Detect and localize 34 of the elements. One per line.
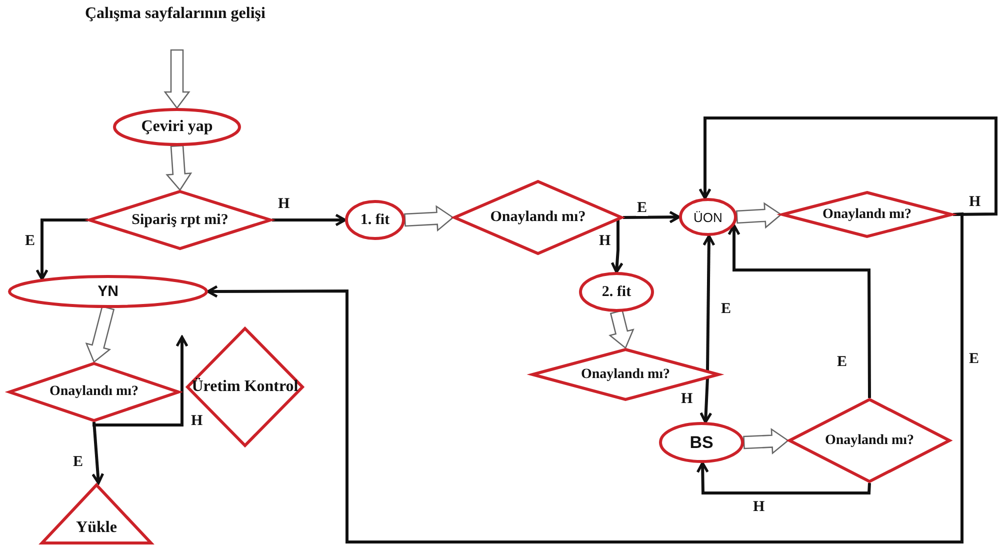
node-label: 2. fit bbox=[602, 284, 632, 300]
arrow bbox=[702, 234, 716, 372]
block-arrow bbox=[608, 310, 634, 350]
arrow bbox=[700, 378, 712, 424]
node-label: Onaylandı mı? bbox=[49, 384, 139, 400]
edge-label: E bbox=[636, 201, 648, 216]
node-label: Onaylandı mı? bbox=[822, 206, 912, 222]
node-label: Onaylandı mı? bbox=[580, 366, 670, 382]
block-arrow bbox=[743, 428, 790, 455]
node-label: 1. fit bbox=[360, 212, 390, 228]
arrow bbox=[610, 220, 624, 274]
block-arrow bbox=[166, 144, 192, 192]
arrow bbox=[696, 462, 871, 494]
arrow bbox=[698, 116, 998, 216]
arrow bbox=[36, 218, 88, 280]
node-label: YN bbox=[98, 283, 118, 300]
node-label: Üretim Kontrol bbox=[192, 378, 298, 396]
arrow bbox=[272, 214, 346, 226]
block-arrow bbox=[736, 202, 782, 229]
node-label: Çeviri yap bbox=[141, 118, 213, 136]
node-label: Onaylandı mı? bbox=[490, 209, 586, 226]
node-label: Sipariş rpt mi? bbox=[132, 212, 228, 228]
start-label: Çalışma sayfalarının gelişi bbox=[85, 5, 266, 23]
node-label: Yükle bbox=[76, 519, 117, 537]
arrow bbox=[206, 212, 964, 544]
block-arrow bbox=[164, 49, 190, 110]
block-arrow bbox=[85, 306, 115, 364]
node-label: ÜON bbox=[694, 210, 722, 224]
arrow bbox=[92, 336, 188, 426]
block-arrow bbox=[404, 205, 454, 232]
node-label: Onaylandı mı? bbox=[824, 432, 914, 448]
node-label: BS bbox=[690, 432, 714, 452]
arrow bbox=[622, 210, 680, 224]
arrow bbox=[728, 224, 871, 398]
